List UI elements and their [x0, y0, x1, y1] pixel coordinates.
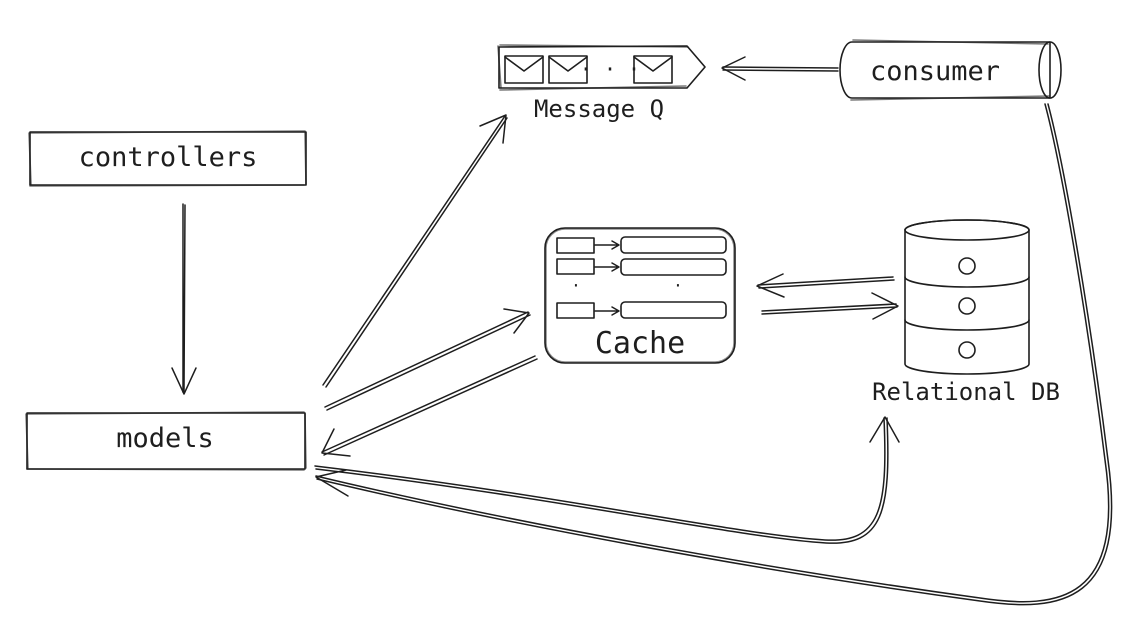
- message-queue-node: · · · Message Q: [497, 44, 706, 123]
- envelope-icon: [633, 55, 673, 84]
- cache-entry: [556, 258, 727, 276]
- models-label: models: [116, 423, 214, 454]
- db-disk-icon: [958, 297, 976, 315]
- db-disk-icon: [958, 341, 976, 359]
- relational-db-node: Relational DB: [872, 219, 1060, 406]
- message-queue-label: Message Q: [534, 95, 664, 123]
- queue-ellipsis: · · ·: [580, 57, 640, 81]
- controllers-label: controllers: [79, 142, 258, 173]
- cache-ellipsis-left: ·: [571, 276, 581, 295]
- arrow-consumer-to-message-queue: [721, 56, 839, 81]
- db-disk-icon: [958, 257, 976, 275]
- arrow-consumer-to-models: [315, 103, 1113, 606]
- arrow-models-to-db: [314, 416, 900, 544]
- arrow-cache-to-models: [321, 355, 538, 457]
- controllers-node: controllers: [28, 130, 307, 187]
- relational-db-label: Relational DB: [872, 378, 1060, 406]
- arrow-models-to-cache: [324, 308, 531, 411]
- envelope-icon: [504, 55, 544, 84]
- arrow-cache-to-db: [761, 292, 899, 320]
- arrow-controllers-to-models: [171, 203, 197, 395]
- consumer-label: consumer: [870, 56, 1000, 87]
- models-node: models: [25, 411, 307, 471]
- arrow-models-to-message-queue: [322, 114, 508, 388]
- cache-label: Cache: [595, 326, 685, 361]
- cache-ellipsis-right: ·: [673, 276, 683, 295]
- envelope-icon: [548, 55, 588, 84]
- cache-node: · · Cache: [544, 227, 736, 364]
- consumer-node: consumer: [839, 39, 1062, 101]
- cache-entry: [556, 236, 727, 254]
- arrow-db-to-cache: [756, 273, 895, 298]
- cache-entry: [556, 301, 727, 319]
